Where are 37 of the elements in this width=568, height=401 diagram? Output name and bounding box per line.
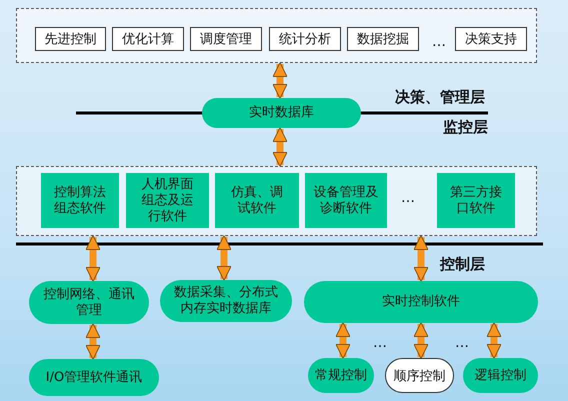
ellipsis: … [432, 34, 446, 50]
double-arrow [86, 323, 100, 360]
ellipsis: … [401, 190, 415, 206]
double-arrow [272, 62, 288, 99]
function-box: 决策支持 [455, 27, 527, 51]
software-box: 控制算法组态软件 [41, 173, 119, 228]
double-arrow [414, 235, 428, 282]
layer-label: 决策、管理层 [395, 88, 485, 107]
control-pill: 常规控制 [308, 358, 374, 393]
software-pill: 数据采集、分布式内存实时数据库 [160, 280, 292, 322]
ellipsis: … [455, 335, 469, 351]
software-pill: 控制网络、通讯管理 [29, 281, 149, 324]
double-arrow [216, 235, 232, 281]
layer-label: 监控层 [443, 118, 488, 137]
function-box: 统计分析 [269, 27, 341, 51]
function-box: 数据挖掘 [347, 27, 419, 51]
double-arrow [86, 235, 100, 282]
dashed-group-box [16, 166, 537, 236]
software-pill: 实时控制软件 [304, 281, 538, 323]
database-pill: 实时数据库 [202, 98, 361, 128]
double-arrow [486, 322, 502, 359]
control-pill: 顺序控制 [385, 358, 454, 393]
software-box: 设备管理及诊断软件 [305, 173, 387, 228]
software-box: 第三方接口软件 [437, 173, 515, 228]
ellipsis: … [373, 335, 387, 351]
double-arrow [414, 322, 428, 359]
double-arrow [272, 127, 288, 167]
control-pill: 逻辑控制 [463, 358, 538, 393]
software-box: 人机界面组态及运行软件 [126, 173, 209, 228]
function-box: 先进控制 [35, 27, 106, 51]
function-box: 调度管理 [190, 27, 262, 51]
software-pill: I/O管理软件通讯 [29, 359, 159, 396]
double-arrow [336, 322, 350, 359]
layer-label: 控制层 [440, 255, 485, 274]
dashed-group-box [16, 8, 537, 63]
function-box: 优化计算 [112, 27, 184, 51]
software-box: 仿真、调试软件 [215, 173, 299, 228]
